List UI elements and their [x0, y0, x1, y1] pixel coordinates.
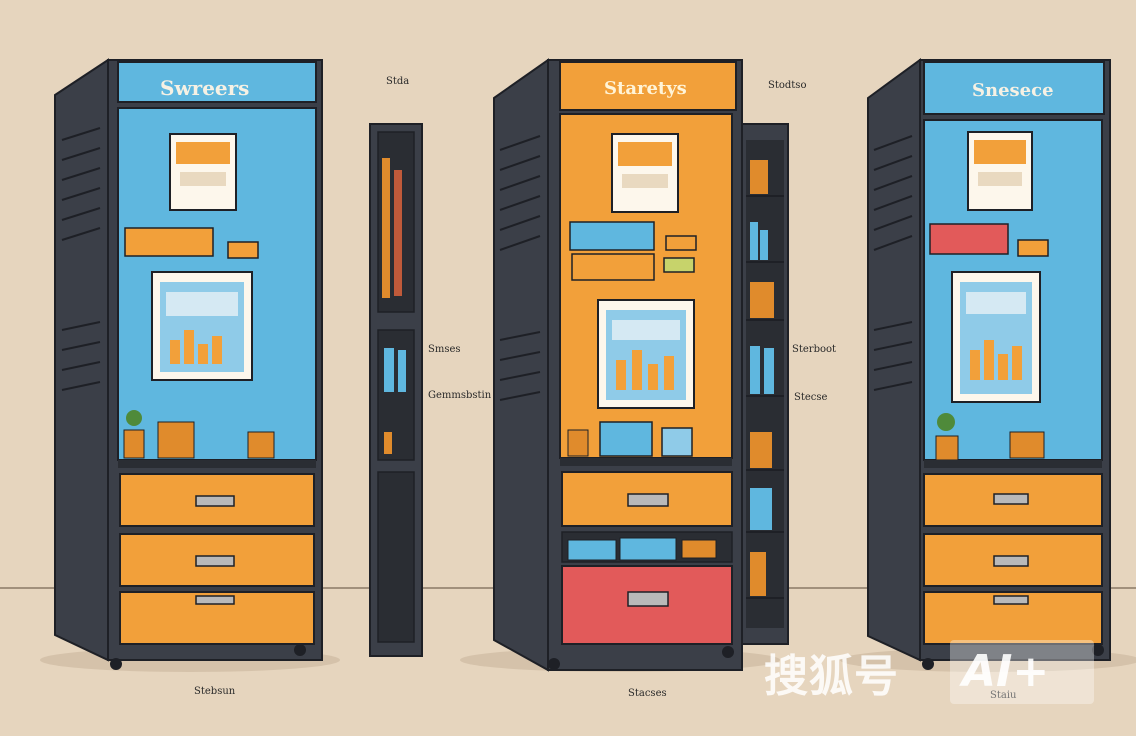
side-label-mid-right-2: Stecse	[794, 392, 828, 403]
cabinet-center-header: Staretys	[604, 78, 687, 99]
side-label-mid-right-1: Sterboot	[792, 344, 837, 355]
cabinet-center	[493, 58, 743, 672]
watermark-badge-text: AI+	[962, 646, 1050, 697]
side-label-top-right: Stodtso	[768, 80, 807, 91]
cabinet-right-caption: Staiu	[990, 690, 1017, 701]
watermark-badge: AI+	[950, 640, 1094, 704]
cabinet-slim-left	[369, 123, 423, 657]
cabinet-left	[54, 58, 323, 670]
cabinet-left-caption: Stebsun	[194, 686, 236, 697]
side-label-mid-left-2: Gemmsbstin	[428, 390, 492, 401]
cabinet-left-header: Swreers	[160, 76, 250, 100]
cabinet-right	[867, 58, 1111, 670]
cabinet-slim-right	[741, 123, 789, 645]
cabinet-center-caption: Stacses	[628, 688, 667, 699]
side-label-mid-left-1: Smses	[428, 344, 461, 355]
side-label-top-left: Stda	[386, 76, 410, 87]
watermark-brand: 搜狐号	[764, 651, 899, 702]
cabinet-right-header: Snesece	[972, 80, 1054, 101]
